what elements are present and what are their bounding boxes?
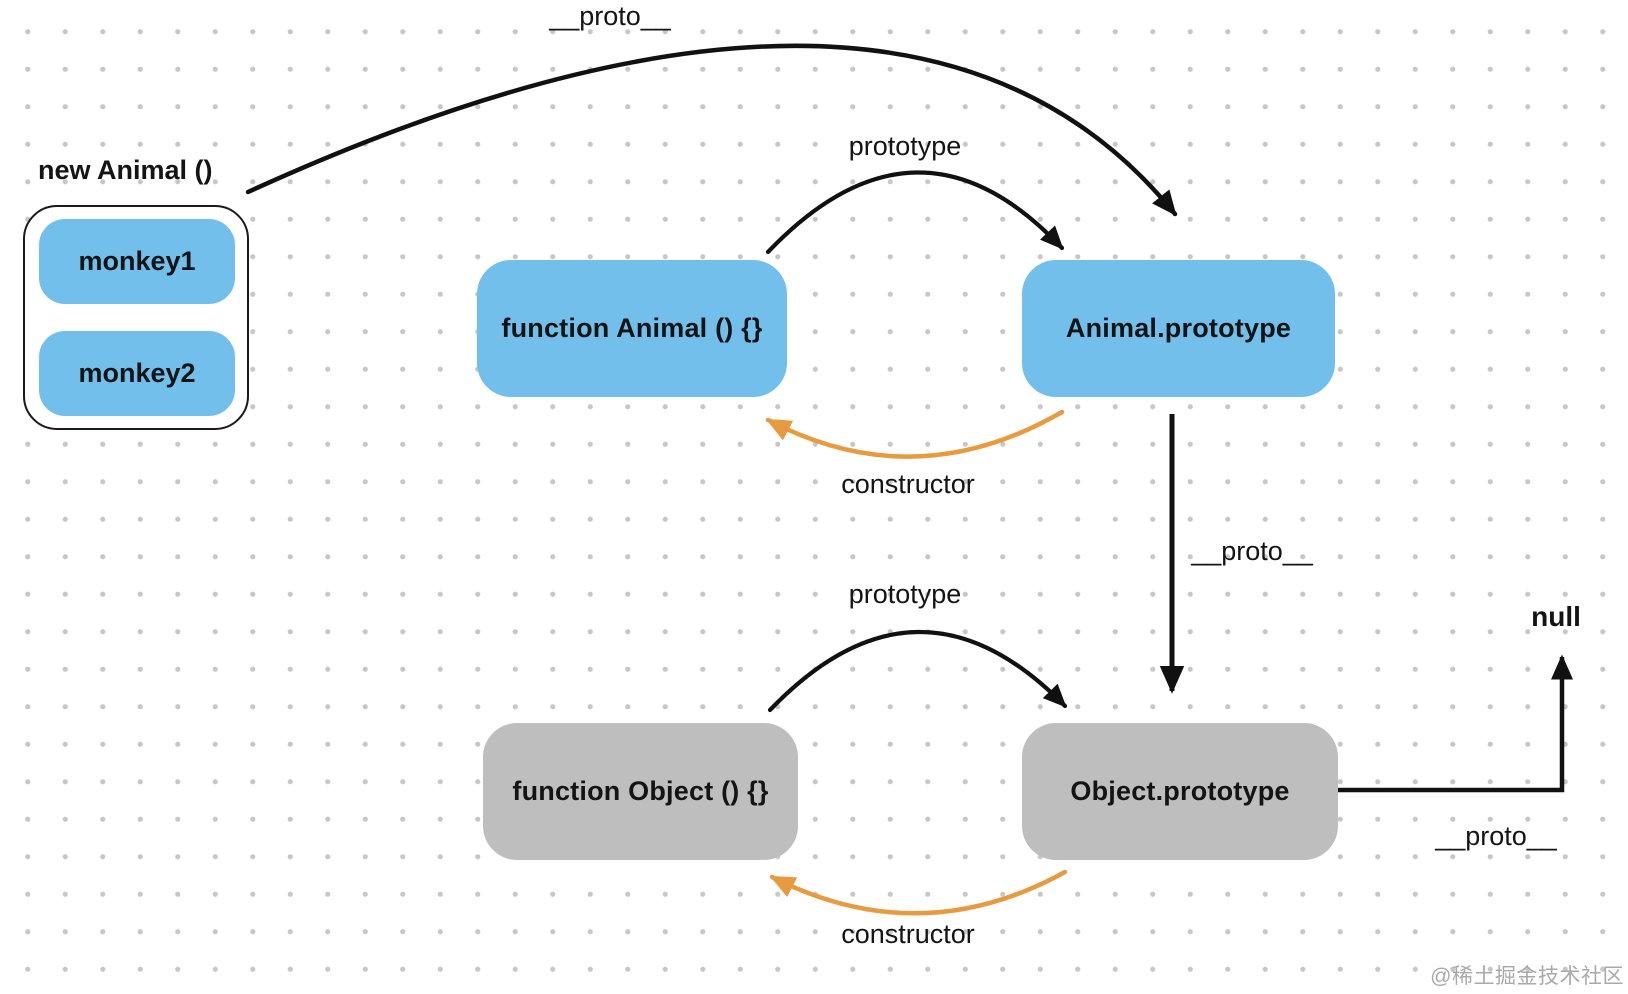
object-proto-null-arrow [1338, 654, 1574, 793]
edge-label-animal-proto-chain: __proto__ [1191, 536, 1313, 566]
node-label: Object.prototype [1070, 776, 1290, 806]
node-null: null [1531, 601, 1581, 632]
object-constructor-arrow [769, 869, 1068, 916]
instance-proto-arrow [245, 43, 1178, 217]
watermark: @稀土掘金技术社区 [1430, 965, 1624, 988]
instance-node-label: monkey2 [78, 358, 196, 388]
instance-node-label: monkey1 [78, 246, 196, 276]
node-object-prototype: Object.prototype [1022, 723, 1338, 860]
instance-group-box: monkey1 monkey2 [23, 205, 249, 430]
edge-label-instance-proto: __proto__ [549, 1, 671, 31]
node-function-object: function Object () {} [483, 723, 798, 860]
object-prototype-arrow [767, 629, 1068, 713]
instance-node-monkey1: monkey1 [39, 219, 235, 304]
edge-label-animal-prototype: prototype [848, 131, 962, 161]
animal-prototype-arrow [765, 170, 1065, 255]
node-label: function Object () {} [512, 776, 769, 806]
edge-label-object-prototype: prototype [848, 579, 962, 609]
edge-label-animal-constructor: constructor [841, 469, 975, 499]
node-animal-prototype: Animal.prototype [1022, 260, 1335, 397]
edge-label-object-constructor: constructor [841, 919, 975, 949]
node-function-animal: function Animal () {} [477, 260, 787, 397]
node-label: function Animal () {} [501, 313, 763, 343]
instance-node-monkey2: monkey2 [39, 331, 235, 416]
node-label: Animal.prototype [1065, 313, 1292, 343]
instance-group-title: new Animal () [38, 155, 213, 185]
animal-constructor-arrow [765, 409, 1065, 459]
edge-label-object-proto-chain: __proto__ [1435, 821, 1557, 851]
